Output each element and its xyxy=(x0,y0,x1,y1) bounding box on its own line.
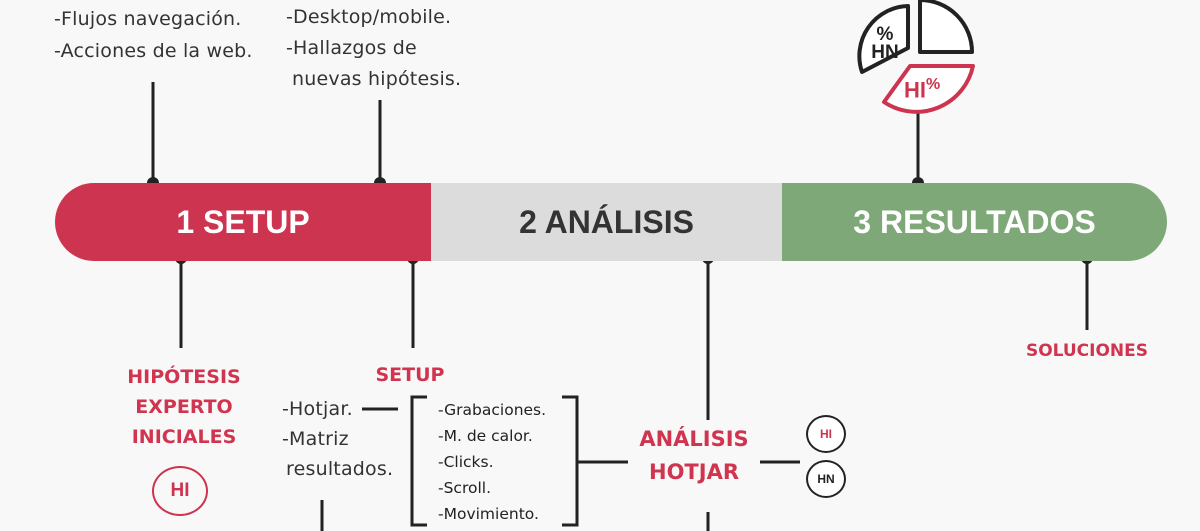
setup-title: SETUP xyxy=(375,364,445,386)
hotjar-item-movimiento: -Movimiento. xyxy=(438,505,539,523)
hotjar-item-clicks: -Clicks. xyxy=(438,453,494,471)
hn-small-badge: HN xyxy=(806,460,846,498)
stage-resultados-label: 3 RESULTADOS xyxy=(853,203,1096,240)
pie-hi-percent: % xyxy=(926,76,941,93)
pie-hi-label: HI% xyxy=(904,76,940,103)
analisis-line-2: HOTJAR xyxy=(649,460,739,484)
hotjar-item-scroll: -Scroll. xyxy=(438,479,492,497)
stage-analisis-label: 2 ANÁLISIS xyxy=(519,203,694,240)
hi-badge: HI xyxy=(152,466,208,516)
note-acciones: -Acciones de la web. xyxy=(54,40,253,62)
hipotesis-line-2: EXPERTO xyxy=(135,396,233,418)
hipotesis-label: HIPÓTESIS EXPERTO INICIALES xyxy=(100,362,268,452)
note-hallazgos-2: nuevas hipótesis. xyxy=(292,68,462,90)
note-hallazgos-1: -Hallazgos de xyxy=(286,37,417,59)
stage-analisis: 2 ANÁLISIS xyxy=(431,183,782,261)
hotjar-items: -Grabaciones. -M. de calor. -Clicks. -Sc… xyxy=(438,397,546,527)
setup-item-hotjar: -Hotjar. xyxy=(282,398,353,420)
hipotesis-line-1: HIPÓTESIS xyxy=(127,366,241,388)
analisis-line-1: ANÁLISIS xyxy=(639,427,749,451)
note-flujos: -Flujos navegación. xyxy=(54,8,242,30)
note-desktop: -Desktop/mobile. xyxy=(286,6,452,28)
pie-hn-text: HN xyxy=(871,42,899,63)
pie-hn-percent: % xyxy=(876,24,894,45)
pie-hn-label: % HN xyxy=(868,24,902,63)
stage-setup: 1 SETUP xyxy=(55,183,431,261)
hotjar-item-calor: -M. de calor. xyxy=(438,427,533,445)
setup-item-resultados: resultados. xyxy=(286,458,394,480)
hipotesis-line-3: INICIALES xyxy=(131,426,237,448)
hotjar-item-grabaciones: -Grabaciones. xyxy=(438,401,547,419)
pie-hi-text: HI xyxy=(904,77,926,103)
hi-small-badge: HI xyxy=(806,415,846,453)
stage-resultados: 3 RESULTADOS xyxy=(782,183,1167,261)
soluciones-label: SOLUCIONES xyxy=(1025,341,1149,361)
results-pie-diagram xyxy=(857,0,975,114)
setup-item-matriz: -Matriz xyxy=(282,428,349,450)
stage-setup-label: 1 SETUP xyxy=(176,203,310,240)
analisis-hotjar-label: ANÁLISIS HOTJAR xyxy=(628,423,760,489)
